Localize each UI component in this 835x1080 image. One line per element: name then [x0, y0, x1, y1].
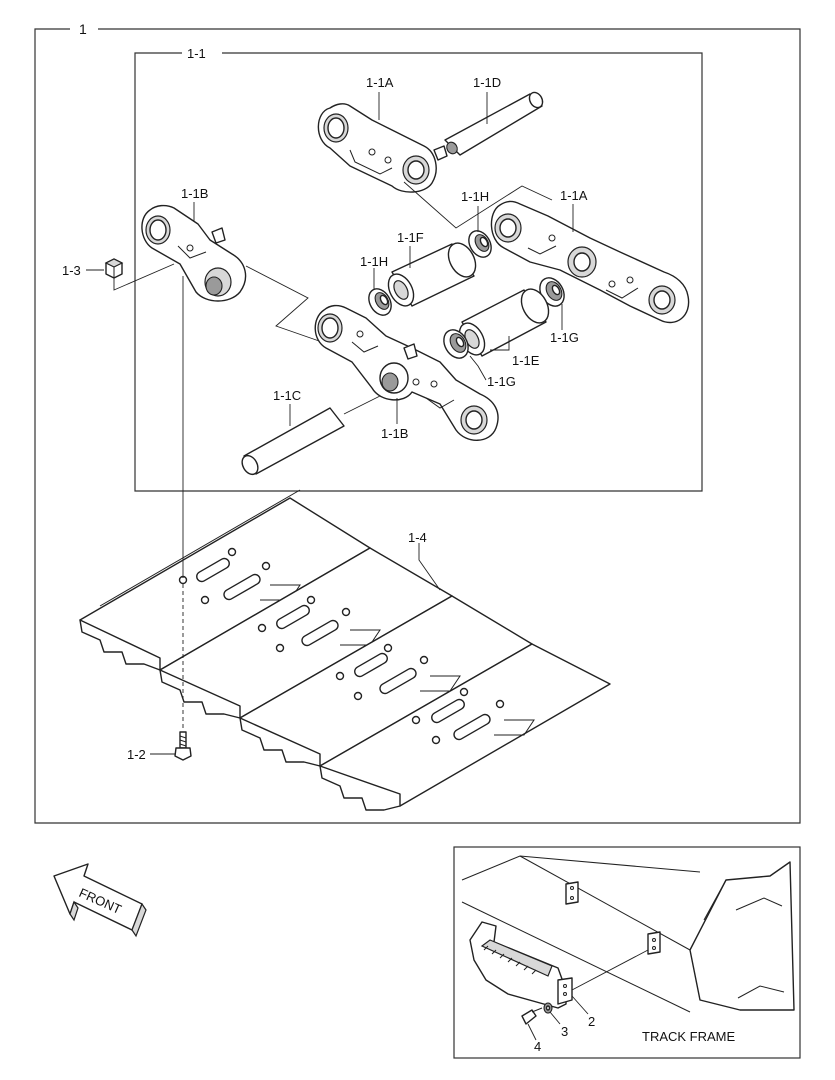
bushing-e: [458, 288, 550, 357]
callout-shoe: 1-4: [408, 530, 427, 545]
callout-seal-h-top: 1-1H: [461, 189, 489, 204]
bolt-callout: 1-2: [127, 747, 146, 762]
callout-pin-d: 1-1D: [473, 75, 501, 90]
shoe-plate-4: [319, 643, 611, 811]
inset-track-frame: 2 3 4 TRACK FRAME: [453, 846, 801, 1059]
inset-title: TRACK FRAME: [642, 1029, 736, 1044]
callout-bushing-e: 1-1E: [512, 353, 540, 368]
leader-lines: [193, 92, 574, 591]
callout-link-a-right: 1-1A: [560, 188, 588, 203]
seal-h-top: [468, 230, 492, 258]
pin-c: [241, 395, 381, 476]
callout-seal-g-lower: 1-1G: [487, 374, 516, 389]
pin-d: [444, 91, 544, 156]
bushing-f: [387, 242, 477, 307]
callout-link-a-top: 1-1A: [366, 75, 394, 90]
callout-bushing-f: 1-1F: [397, 230, 424, 245]
callout-pin-c: 1-1C: [273, 388, 301, 403]
subassembly-frame: 1-1: [134, 46, 703, 492]
seal-g-lower: [443, 329, 469, 359]
nut-callout: 1-3: [62, 263, 81, 278]
nut: 1-3: [62, 258, 175, 291]
inset-callout-plate: 2: [588, 1014, 595, 1029]
callout-seal-h-left: 1-1H: [360, 254, 388, 269]
seal-g-right: [539, 277, 565, 307]
assembly-frame: 1: [34, 21, 801, 824]
inset-callout-bolt: 4: [534, 1039, 541, 1054]
seal-h-left: [368, 288, 392, 316]
subassembly-label: 1-1: [187, 46, 206, 61]
front-arrow: FRONT: [53, 863, 147, 938]
track-shoes: [79, 489, 611, 811]
callout-link-b-lower: 1-1B: [381, 426, 408, 441]
link-b-lower: [314, 304, 499, 441]
callout-seal-g-right: 1-1G: [550, 330, 579, 345]
link-a-right: [490, 200, 690, 324]
guide-lines: [245, 181, 553, 343]
callout-link-b-left: 1-1B: [181, 186, 208, 201]
link-b-left: [141, 204, 247, 302]
bolt: 1-2: [127, 276, 192, 762]
callout-labels: 1-1A 1-1D 1-1B 1-1H 1-1A 1-1F 1-1H 1-1G …: [181, 75, 588, 545]
assembly-label: 1: [79, 21, 87, 37]
link-a-top: [317, 103, 448, 193]
inset-callout-washer: 3: [561, 1024, 568, 1039]
